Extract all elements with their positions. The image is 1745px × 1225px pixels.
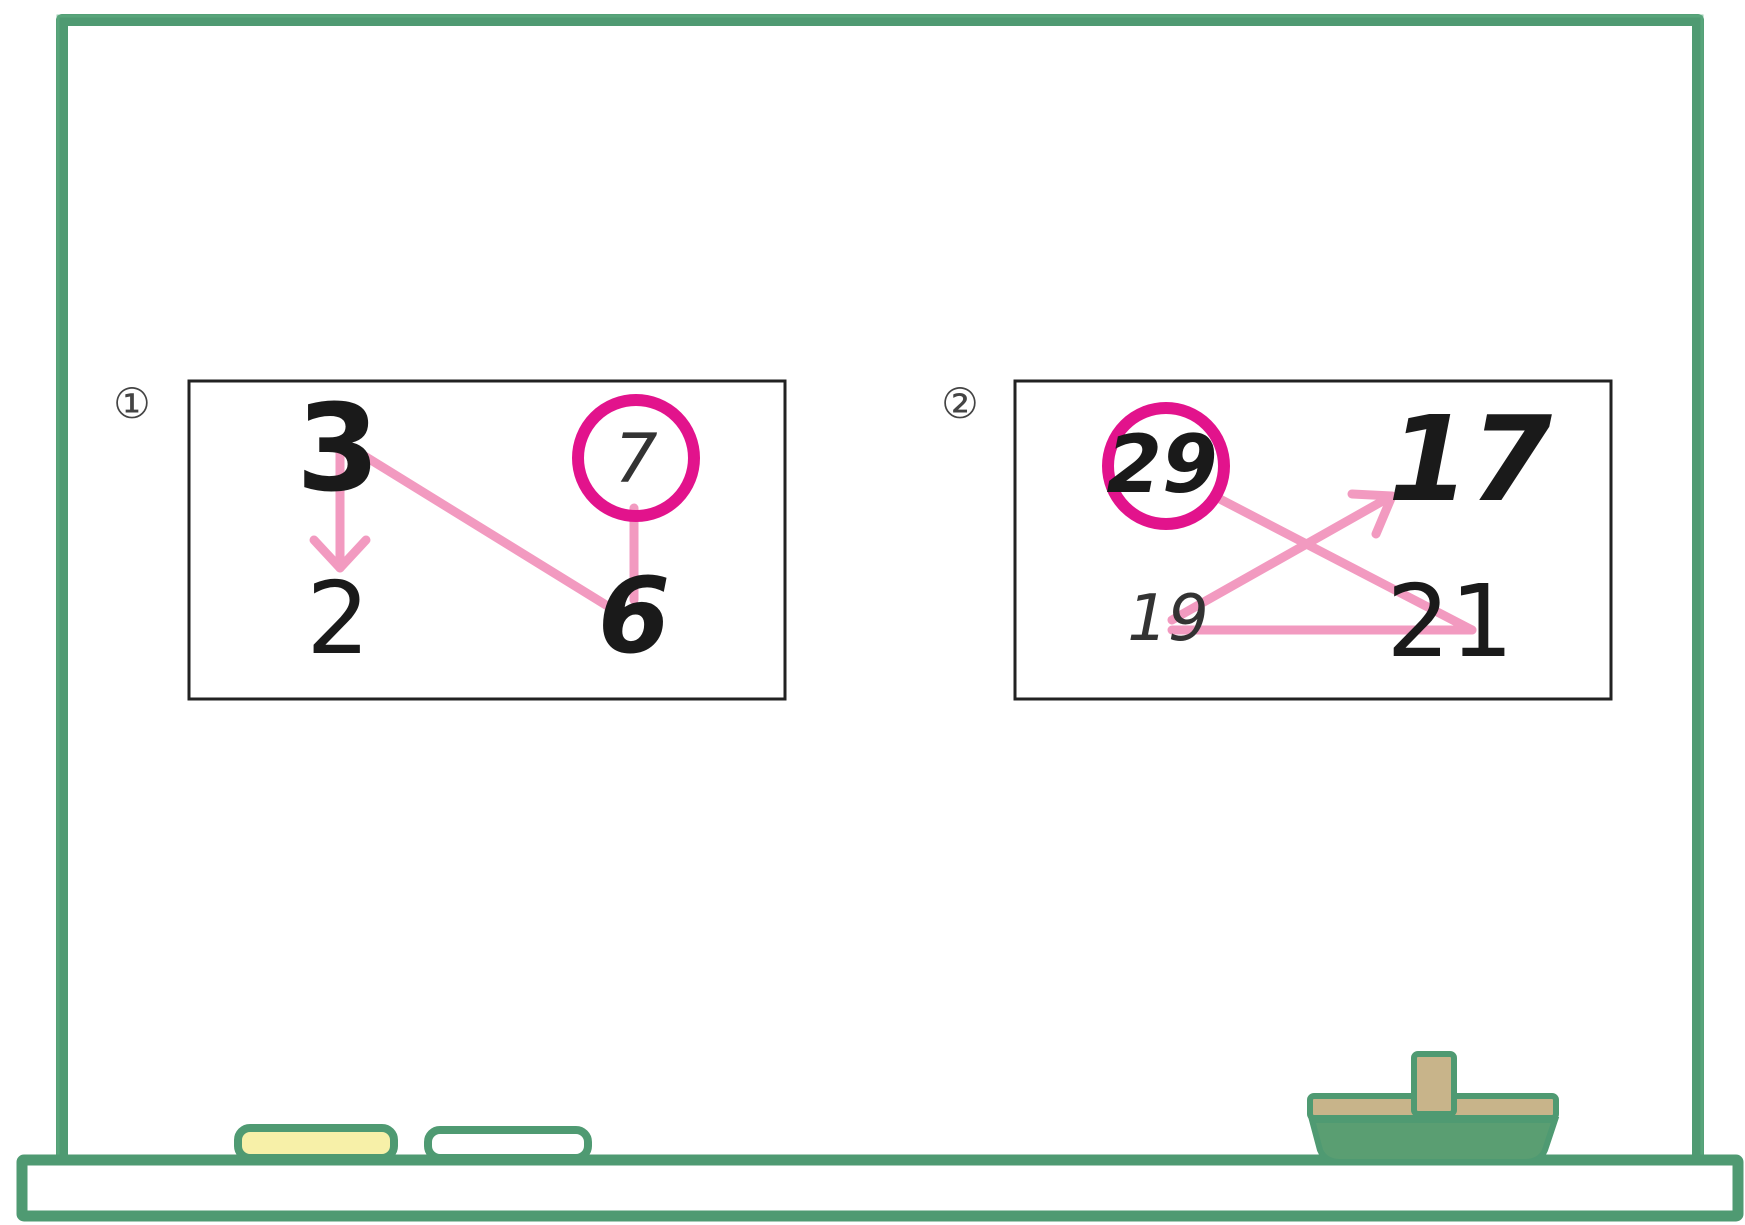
puzzle-label: ① <box>113 379 151 428</box>
chalk-tray <box>22 1160 1738 1216</box>
number-29: 29 <box>1106 418 1217 511</box>
number-19: 19 <box>1127 582 1208 656</box>
number-2: 2 <box>306 560 370 677</box>
puzzle-2: ② 29 17 19 21 <box>941 379 1611 699</box>
puzzle-label: ② <box>941 379 979 428</box>
number-3: 3 <box>296 380 380 519</box>
number-7: 7 <box>614 420 657 499</box>
number-17: 17 <box>1388 390 1552 528</box>
white-chalk-icon[interactable] <box>428 1130 588 1158</box>
number-21: 21 <box>1386 563 1513 680</box>
puzzle-box <box>189 381 785 699</box>
yellow-chalk-icon[interactable] <box>238 1128 394 1158</box>
puzzle-1: ① 3 2 7 6 <box>113 379 785 699</box>
number-6: 6 <box>598 555 670 677</box>
eraser-icon[interactable] <box>1310 1054 1556 1162</box>
